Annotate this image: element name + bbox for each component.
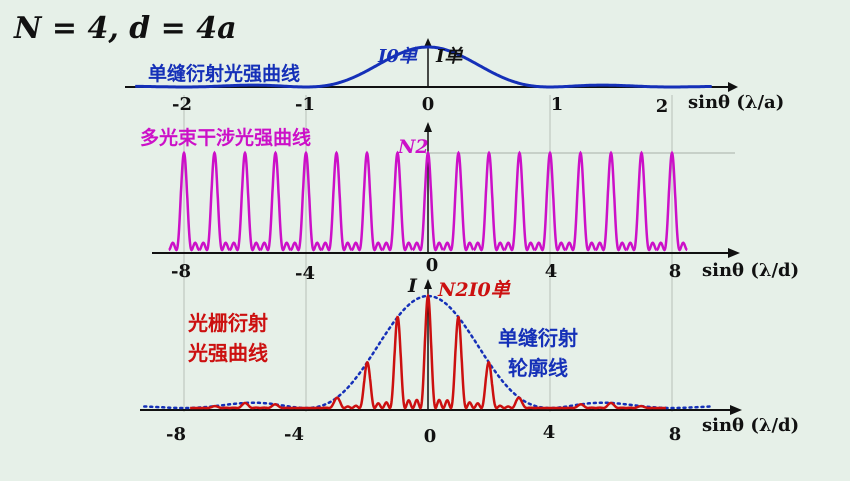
panel1-x-label: sinθ (λ/a) (688, 92, 784, 113)
tick-label: 0 (426, 255, 439, 276)
interference-peak (412, 150, 444, 252)
panel1-axis-label: I单 (435, 46, 463, 67)
interference-peak (442, 150, 475, 252)
panel1-peak-label: I0单 (377, 46, 418, 67)
panel3-curve-label-line2: 光强曲线 (187, 341, 268, 365)
panel-grating: 光栅衍射 光强曲线 单缝衍射 轮廓线 I N2I0单 -8 -4 0 4 8 s… (140, 275, 799, 447)
interference-peak (229, 150, 261, 252)
panel2-principal-maxima (168, 150, 688, 252)
tick-label: -4 (295, 263, 315, 284)
tick-label: -4 (284, 424, 304, 445)
panel2-x-label: sinθ (λ/d) (702, 260, 799, 281)
panel1-gridlines (183, 95, 673, 118)
interference-peak (503, 150, 536, 252)
panel3-gridlines (183, 285, 673, 412)
interference-peak (198, 150, 231, 252)
panel2-x-axis-arrow (728, 248, 740, 258)
tick-label: -8 (171, 261, 191, 282)
panel2-y-axis-arrow (424, 122, 432, 132)
panel2-curve-label: 多光束干涉光强曲线 (140, 126, 311, 149)
panel2-peak-label: N2 (397, 136, 429, 158)
tick-label: 8 (669, 261, 682, 282)
interference-peak (290, 150, 322, 252)
panel-multi-beam: 多光束干涉光强曲线 N2 -8 -4 0 4 8 sinθ (λ/d) (140, 118, 799, 300)
interference-peak (625, 150, 658, 252)
interference-peak (534, 150, 566, 252)
interference-peak (381, 150, 414, 252)
formula-title: N = 4, d = 4a (13, 11, 237, 46)
tick-label: 4 (543, 422, 556, 443)
interference-peak (564, 150, 597, 252)
tick-label: 2 (656, 96, 669, 117)
tick-label: -2 (172, 94, 192, 115)
interference-peak (168, 150, 200, 252)
tick-label: 8 (669, 424, 682, 445)
panel3-x-label: sinθ (λ/d) (702, 415, 799, 436)
tick-label: -8 (166, 424, 186, 445)
interference-peak (320, 150, 353, 252)
tick-label: 0 (422, 94, 435, 115)
panel2-gridlines (183, 118, 673, 300)
panel3-peak-label: N2I0单 (437, 279, 511, 301)
panel1-y-axis-arrow (424, 38, 432, 47)
interference-peak (473, 150, 505, 252)
panel3-curve-label-line1: 光栅衍射 (187, 311, 268, 335)
interference-peak (351, 150, 383, 252)
grating-intensity-curve (190, 293, 666, 410)
panel-single-slit: 单缝衍射光强曲线 I0单 I单 -2 -1 0 1 2 sinθ (λ/a) (125, 38, 784, 118)
panel3-envelope-label-line1: 单缝衍射 (498, 326, 578, 350)
tick-label: 0 (424, 426, 437, 447)
tick-label: 4 (545, 261, 558, 282)
tick-label: -1 (295, 94, 315, 115)
panel3-axis-label: I (407, 275, 418, 297)
panel3-y-axis-arrow (424, 279, 432, 289)
interference-peak (595, 150, 627, 252)
panel3-envelope-label-line2: 轮廓线 (508, 356, 568, 380)
interference-peak (259, 150, 292, 252)
panel1-x-axis-arrow (728, 82, 738, 92)
interference-peak (656, 150, 688, 252)
single-slit-intensity-curve (135, 45, 712, 89)
tick-label: 1 (551, 94, 564, 115)
panel3-x-axis-arrow (730, 405, 742, 415)
panel1-curve-label: 单缝衍射光强曲线 (148, 62, 300, 85)
